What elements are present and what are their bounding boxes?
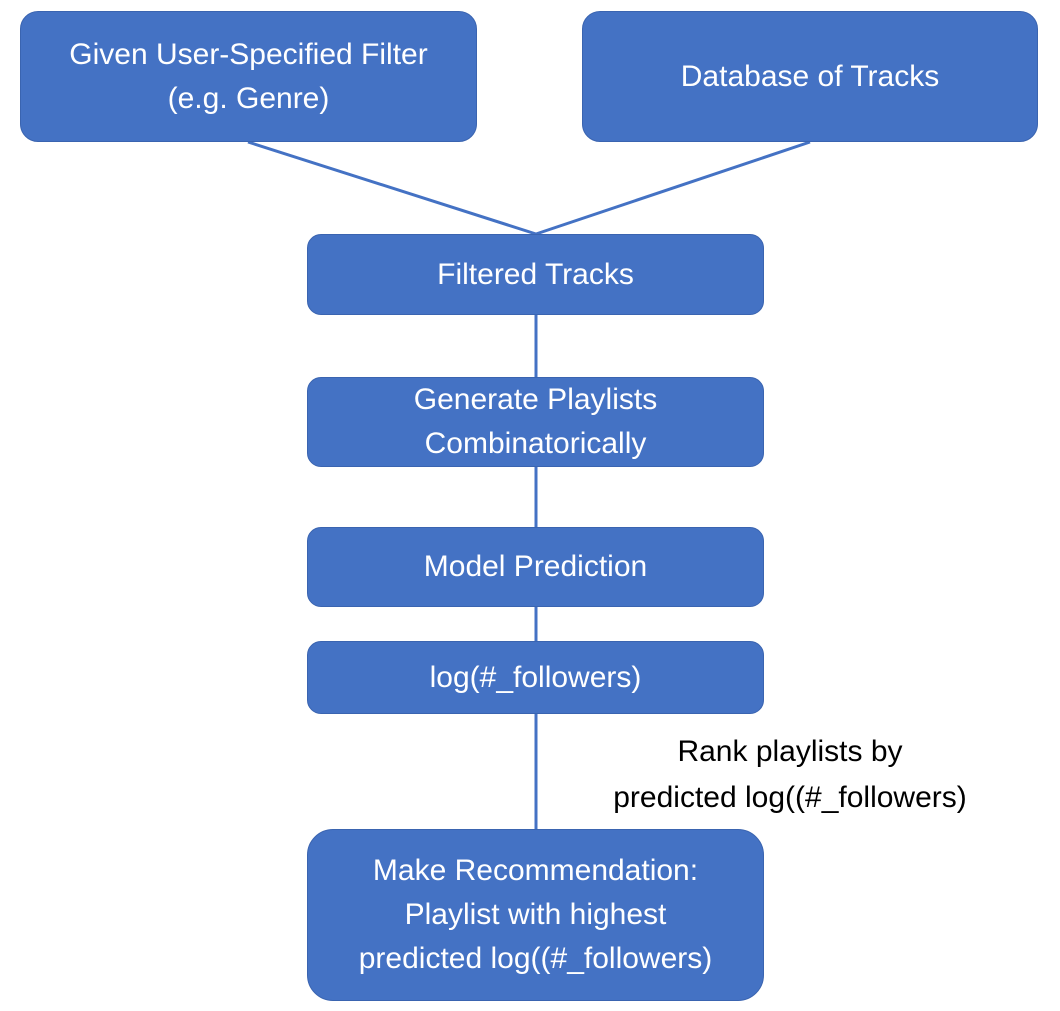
node-model-prediction: Model Prediction — [307, 527, 764, 607]
edge-user-filter-to-filtered-tracks — [247, 140, 537, 236]
edge-label-rank-playlists-line-2: predicted log((#_followers) — [613, 781, 967, 814]
node-user-specified-filter-line-1: Given User-Specified Filter — [69, 37, 428, 71]
node-make-recommendation: Make Recommendation: Playlist with highe… — [307, 829, 764, 1001]
node-filtered-tracks: Filtered Tracks — [307, 234, 764, 315]
edge-database-to-filtered-tracks — [535, 140, 811, 236]
node-user-specified-filter-line-2: (e.g. Genre) — [167, 81, 330, 115]
node-filtered-tracks-label: Filtered Tracks — [437, 257, 634, 291]
edge-label-rank-playlists-line-1: Rank playlists by — [677, 735, 903, 768]
node-database-of-tracks-label: Database of Tracks — [680, 59, 940, 93]
node-model-prediction-label: Model Prediction — [423, 550, 648, 583]
node-log-followers-label: log(#_followers) — [429, 660, 642, 694]
node-generate-playlists: Generate Playlists Combinatorically — [307, 377, 764, 467]
node-generate-playlists-line-1: Generate Playlists — [413, 383, 658, 416]
node-make-recommendation-line-3: predicted log((#_followers) — [358, 942, 713, 975]
node-generate-playlists-line-2: Combinatorically — [424, 427, 647, 460]
node-make-recommendation-line-1: Make Recommendation: — [372, 854, 699, 887]
node-user-specified-filter: Given User-Specified Filter (e.g. Genre) — [20, 11, 477, 142]
node-make-recommendation-line-2: Playlist with highest — [404, 898, 667, 931]
edge-label-rank-playlists: Rank playlists by predicted log((#_follo… — [560, 729, 1020, 821]
node-log-followers: log(#_followers) — [307, 641, 764, 714]
node-database-of-tracks: Database of Tracks — [582, 11, 1038, 142]
